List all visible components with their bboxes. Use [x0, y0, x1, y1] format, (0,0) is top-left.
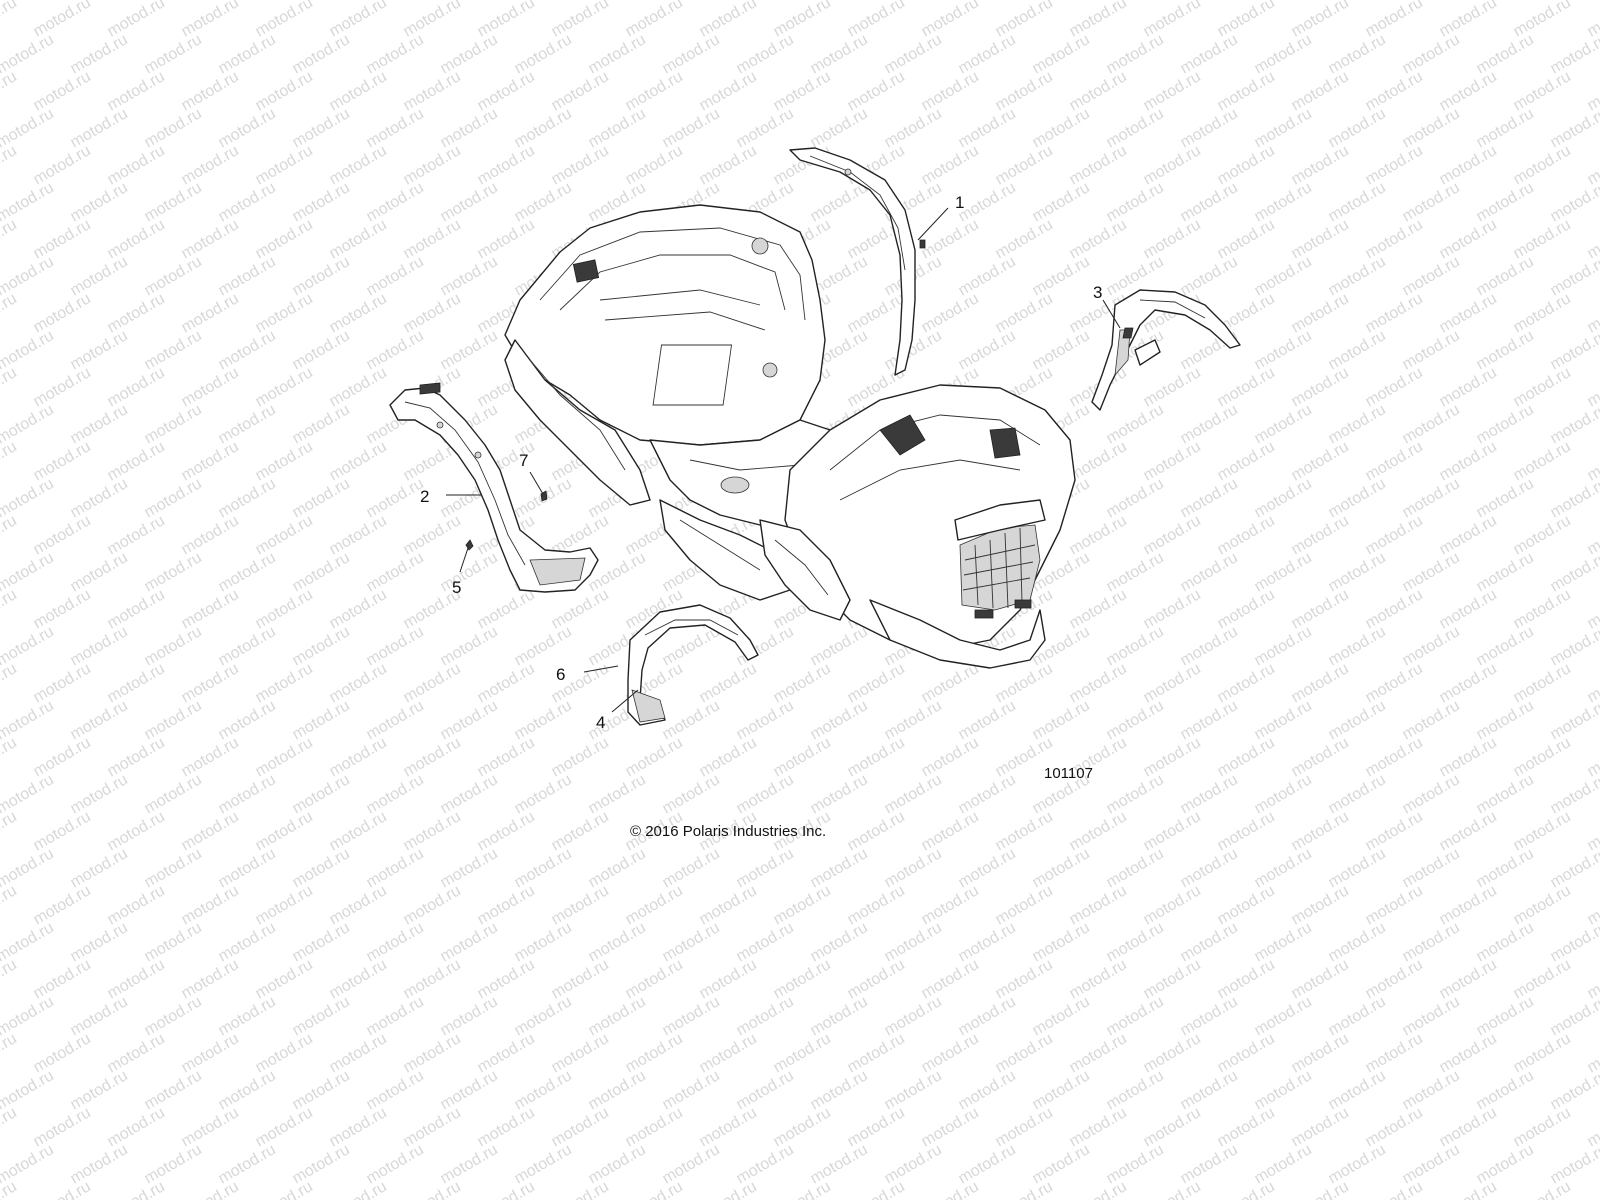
- part-4-fender-flare: [627, 604, 759, 726]
- copyright-notice: © 2016 Polaris Industries Inc.: [630, 823, 827, 840]
- callout-3: 3: [1093, 283, 1102, 302]
- callout-1: 1: [955, 193, 964, 212]
- callout-4: 4: [596, 713, 605, 732]
- leader-line-4: [611, 689, 639, 713]
- fastener-part-5: [465, 539, 474, 551]
- part-3-fender-flare: [1091, 289, 1241, 411]
- callout-6: 6: [556, 665, 565, 684]
- leader-line-5: [459, 547, 469, 573]
- leader-line-3: [1102, 299, 1121, 329]
- main-body-assembly: [504, 204, 1076, 669]
- leader-line-1: [917, 207, 949, 241]
- callout-2: 2: [420, 487, 429, 506]
- leader-lines: [446, 207, 1121, 713]
- figure-number: 101107: [1044, 765, 1093, 782]
- callout-5: 5: [452, 578, 461, 597]
- callout-labels: 1 2 3 4 5 6 7: [420, 193, 1102, 732]
- callout-7: 7: [519, 451, 528, 470]
- leader-line-7: [529, 471, 544, 495]
- part-2-fender-flare: [389, 382, 599, 593]
- leader-line-6: [583, 665, 619, 673]
- part-1-fender-flare: [789, 147, 926, 376]
